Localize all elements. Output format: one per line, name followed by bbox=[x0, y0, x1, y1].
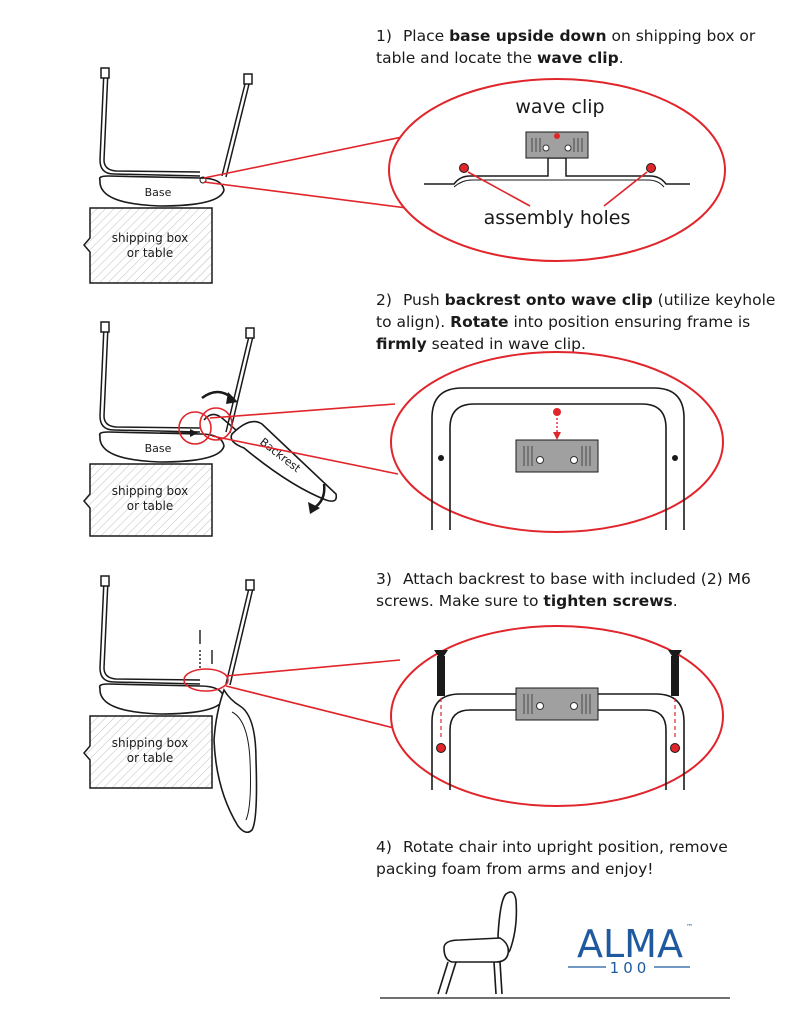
callout-detail-2 bbox=[390, 351, 724, 533]
step-3-chair-illustration: shipping box or table bbox=[83, 575, 724, 834]
step-text-emphasis: tighten screws bbox=[543, 592, 673, 610]
step-body: Place base upside down on shipping box o… bbox=[376, 27, 755, 67]
step-body: Push backrest onto wave clip (utilize ke… bbox=[376, 291, 775, 353]
step-2-text: 2) Push backrest onto wave clip (utilize… bbox=[376, 289, 776, 355]
callout-detail-3 bbox=[390, 625, 724, 807]
chair-legs-1 bbox=[99, 67, 253, 178]
step-text-emphasis: wave clip bbox=[537, 49, 619, 67]
base-label-2: Base bbox=[145, 442, 172, 455]
step-text-segment: Push bbox=[402, 291, 445, 309]
step-body: Rotate chair into upright position, remo… bbox=[376, 838, 728, 878]
step-text-segment: into position ensuring frame is bbox=[508, 313, 751, 331]
step-text-segment: Attach backrest to base with included (2… bbox=[376, 570, 751, 610]
base-label-1: Base bbox=[145, 186, 172, 199]
step-text-emphasis: Rotate bbox=[450, 313, 509, 331]
chair-base-1 bbox=[98, 175, 225, 207]
step-4-upright-chair bbox=[380, 891, 730, 999]
step-text-segment: seated in wave clip. bbox=[426, 335, 586, 353]
shipping-box-label-line2: or table bbox=[127, 499, 173, 513]
step-text-segment: Rotate chair into upright position, remo… bbox=[376, 838, 728, 878]
step-text-emphasis: base upside down bbox=[449, 27, 607, 45]
logo-trademark: ™ bbox=[686, 923, 693, 931]
logo-graphic: ALMA ™ 100 bbox=[568, 922, 693, 977]
chair-base-2 bbox=[98, 431, 225, 463]
shipping-box-label-line1: shipping box bbox=[112, 484, 189, 498]
step-number: 4) bbox=[376, 838, 392, 856]
step-1-chair-illustration: shipping box or table Base bbox=[83, 67, 726, 284]
step-number: 2) bbox=[376, 291, 392, 309]
step-body: Attach backrest to base with included (2… bbox=[376, 570, 751, 610]
alma-100-logo: ALMA ™ 100 bbox=[566, 917, 696, 979]
step-text-segment: Place bbox=[402, 27, 450, 45]
wave-clip-marker-1 bbox=[199, 176, 207, 184]
wave-clip-label: wave clip bbox=[515, 96, 604, 118]
step-text-segment: . bbox=[672, 592, 678, 610]
backrest-3 bbox=[213, 688, 258, 834]
step-3-text: 3) Attach backrest to base with included… bbox=[376, 568, 776, 612]
shipping-box-label-line2: or table bbox=[127, 246, 173, 260]
assembly-holes-label: assembly holes bbox=[484, 207, 631, 229]
step-1-text: 1) Place base upside down on shipping bo… bbox=[376, 25, 776, 69]
step-2-chair-illustration: shipping box or table Base Backrest bbox=[83, 321, 724, 537]
step-text-emphasis: firmly bbox=[376, 335, 427, 353]
chair-base-3 bbox=[98, 683, 225, 715]
step-number: 3) bbox=[376, 570, 392, 588]
step-text-emphasis: backrest onto wave clip bbox=[444, 291, 653, 309]
shipping-box-label-line1: shipping box bbox=[112, 231, 189, 245]
logo-number: 100 bbox=[610, 959, 651, 977]
step-text-segment: . bbox=[618, 49, 624, 67]
callout-detail-1: wave clip assembly holes bbox=[388, 78, 726, 262]
step-text-segment: on shipping box or table and locate the bbox=[376, 27, 756, 67]
shipping-box-2: shipping box or table bbox=[83, 463, 213, 537]
callout-line bbox=[203, 129, 437, 179]
chair-legs-3 bbox=[99, 575, 255, 686]
shipping-box-label-line1: shipping box bbox=[112, 736, 189, 750]
logo-name: ALMA bbox=[577, 922, 683, 966]
shipping-box-3: shipping box or table bbox=[83, 715, 213, 789]
shipping-box-label-line2: or table bbox=[127, 751, 173, 765]
callout-line bbox=[203, 181, 439, 213]
step-number: 1) bbox=[376, 27, 392, 45]
step-text-segment: (utilize keyhole to align). bbox=[376, 291, 776, 331]
shipping-box-1: shipping box or table bbox=[83, 207, 213, 284]
screws-3 bbox=[199, 630, 213, 670]
step-4-text: 4) Rotate chair into upright position, r… bbox=[376, 836, 776, 880]
